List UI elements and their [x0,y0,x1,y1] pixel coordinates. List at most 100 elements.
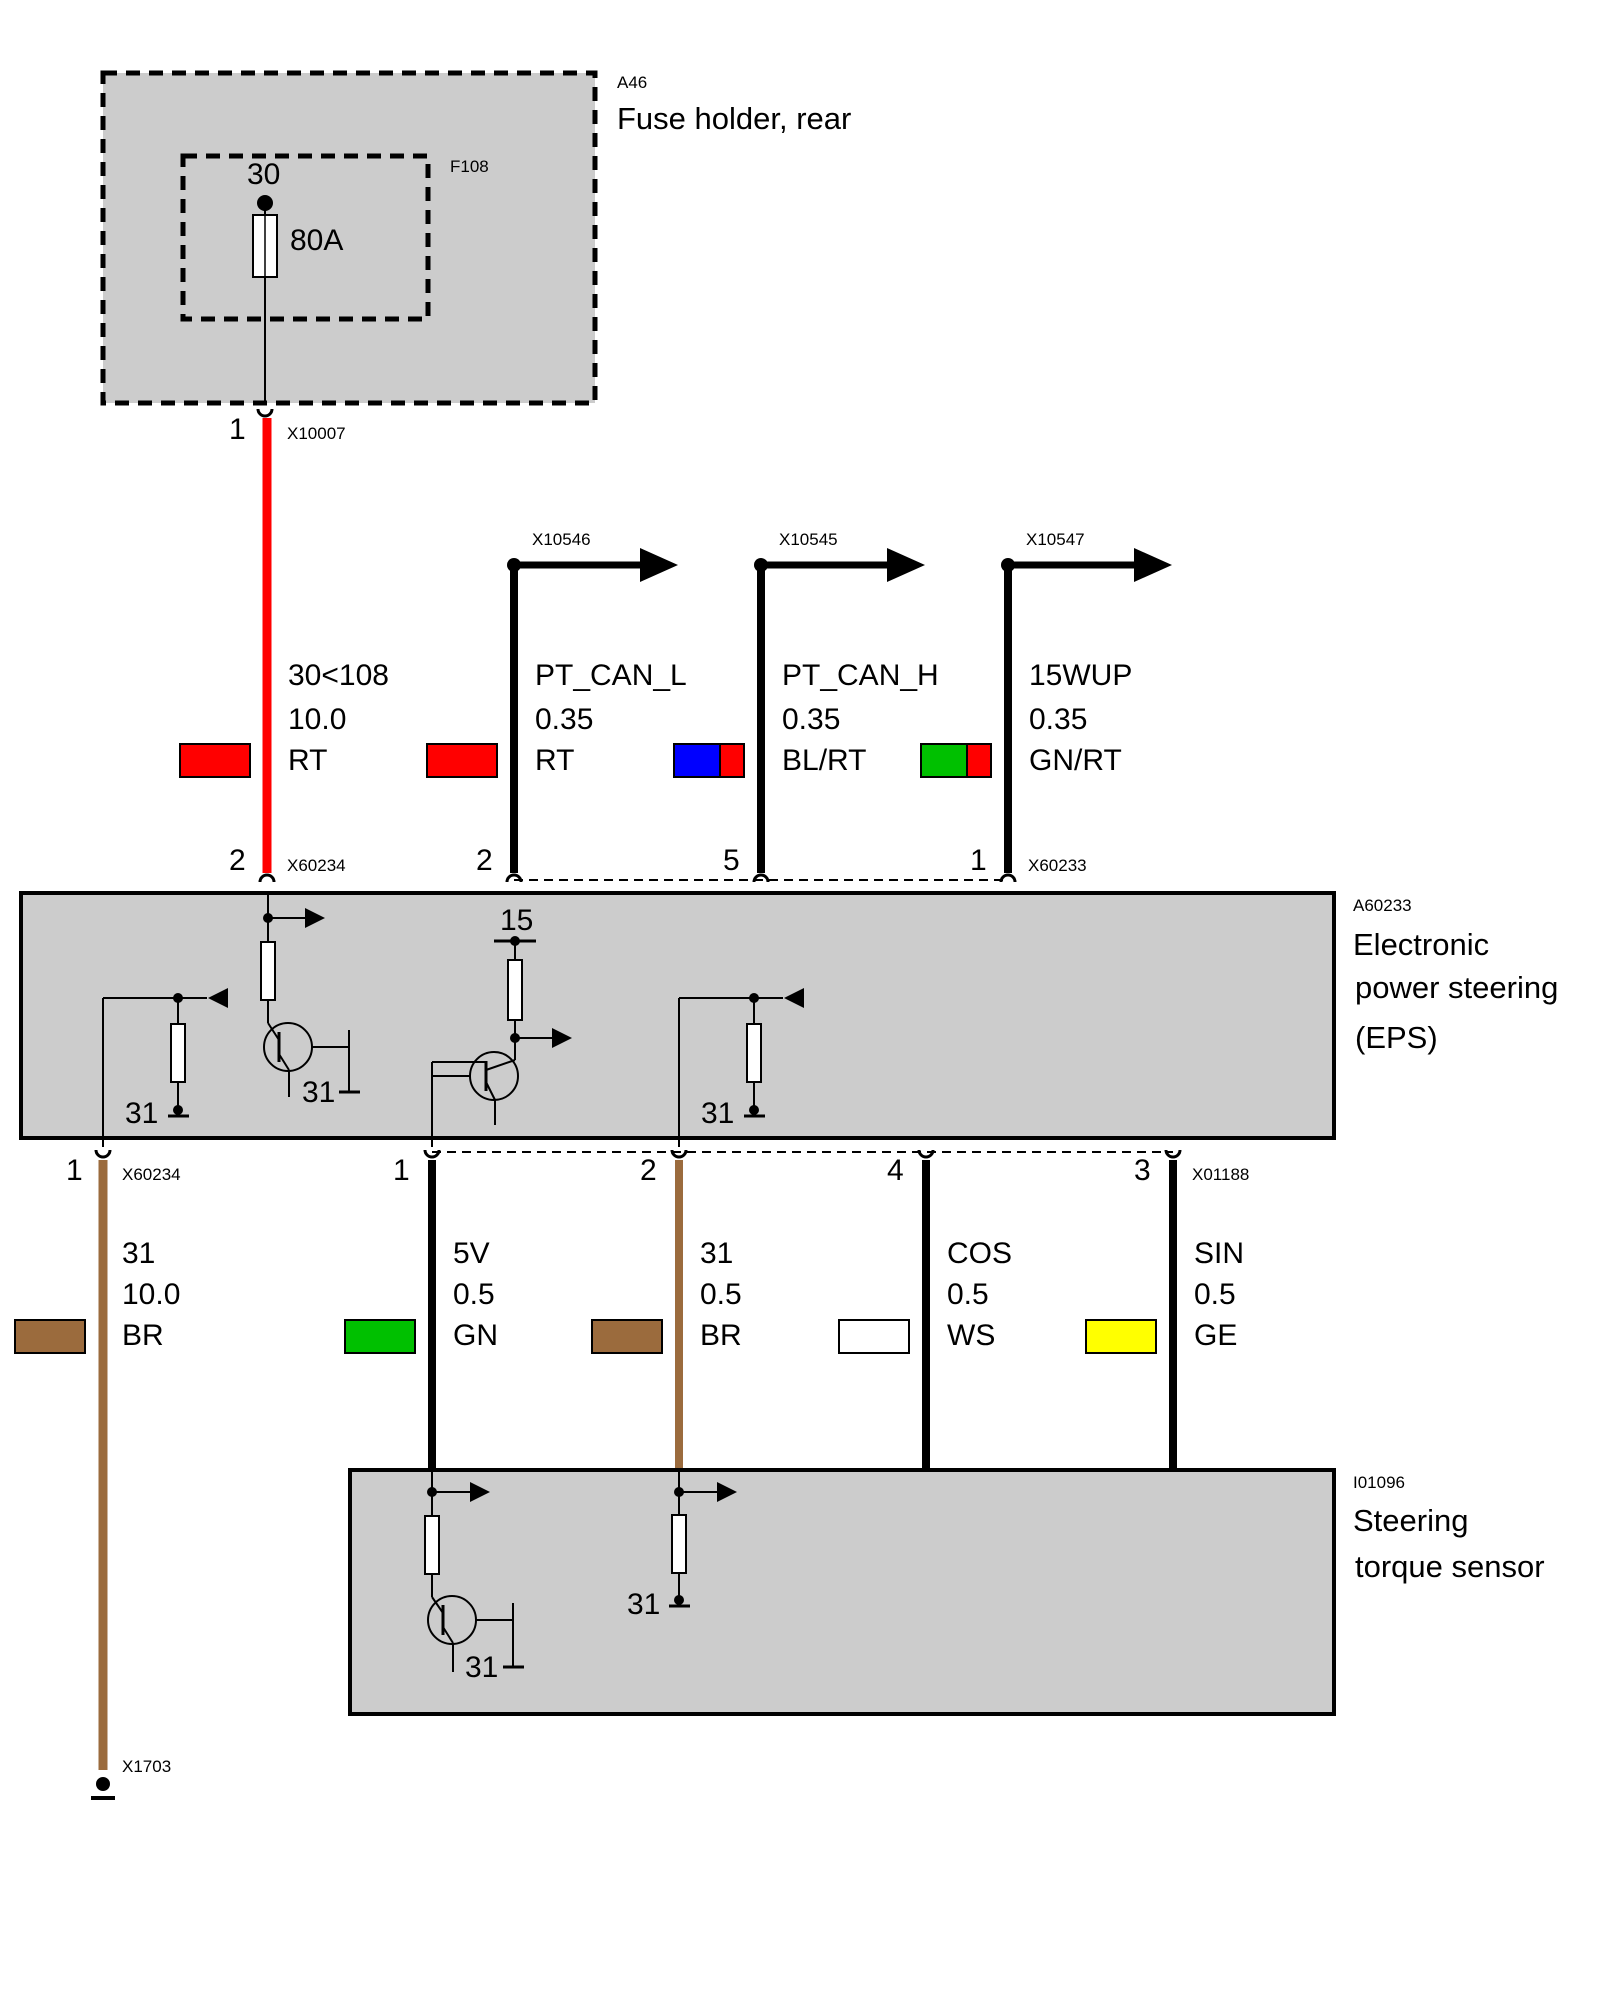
resistor-icon [424,1515,440,1575]
eps-ground-sense-circuit: 31 [102,988,228,1147]
continuation-x10546: X10546 [507,530,678,582]
wire-size: 10.0 [288,703,346,736]
signal-arrow-icon [784,988,804,1008]
torque-sensor-id: I01096 [1353,1473,1405,1492]
connector-x60234-top: 2 X60234 [229,844,346,883]
sensor-supply-circuit: 31 [424,1470,524,1684]
wire-color-swatch [591,1319,663,1354]
wire-signal: SIN [1194,1237,1244,1270]
connector-x01188: 1 2 4 3 X01188 [393,1149,1249,1187]
wire-label-pt-can-h: PT_CAN_H 0.35 BL/RT [673,659,939,778]
connector-id: X60233 [1028,856,1087,875]
wire-color-code: RT [288,744,327,777]
wire-size: 0.35 [782,703,840,736]
ground-label: 31 [302,1076,335,1109]
signal-arrow-icon [717,1482,737,1502]
connector-pin: 1 [229,413,246,446]
connector-pin-symbol [256,408,274,418]
wire-color-code: RT [535,744,574,777]
wire-size: 0.35 [1029,703,1087,736]
wire-size: 10.0 [122,1278,180,1311]
eps-id: A60233 [1353,896,1412,915]
fuse-id: F108 [450,157,489,176]
wire-size: 0.5 [453,1278,495,1311]
continuation-id: X10546 [532,530,591,549]
eps-name-line-3: (EPS) [1355,1020,1438,1055]
wire-size: 0.35 [535,703,593,736]
wire-signal: PT_CAN_H [782,659,939,692]
torque-sensor-name-line-2: torque sensor [1355,1549,1545,1584]
connector-pin-symbol [258,873,276,883]
wire-label-ground-31-main: 31 10.0 BR [14,1237,180,1354]
ground-label: 31 [627,1588,660,1621]
connector-pin: 3 [1134,1154,1151,1187]
connector-x60233: 2 5 1 X60233 [476,844,1087,883]
ground-point-x1703: X1703 [91,1757,171,1800]
sensor-ground-circuit: 31 [627,1470,737,1621]
wire-size: 0.5 [700,1278,742,1311]
resistor-icon [260,941,276,1001]
wire-color-swatch-primary [921,744,967,777]
wire-color-swatch [426,743,498,778]
fuse-holder-body [103,73,595,403]
continuation-id: X10545 [779,530,838,549]
resistor-icon [170,1023,186,1083]
wire-signal: 31 [700,1237,733,1270]
resistor-icon [746,1023,762,1083]
connector-pin: 2 [229,844,246,877]
wire-color-swatch-stripe [720,744,744,777]
resistor-icon [507,959,523,1021]
eps-name-line-1: Electronic [1353,927,1489,962]
connector-id: X60234 [122,1165,181,1184]
fuse-holder-name: Fuse holder, rear [617,101,851,136]
signal-arrow-icon [305,908,325,928]
wire-color-swatch [179,743,251,778]
continuation-arrow [640,548,678,582]
connector-pin-symbol [94,1149,112,1159]
wire-color-swatch [1085,1319,1157,1354]
signal-arrow-icon [470,1482,490,1502]
wire-size: 0.5 [947,1278,989,1311]
wire-label-5v: 5V 0.5 GN [344,1237,498,1354]
eps-power-input-circuit: 31 [260,893,360,1109]
eps-supply-circuit: 15 [431,904,572,1147]
wire-signal: PT_CAN_L [535,659,687,692]
fuse-f108-outline [180,153,431,322]
wire-label-sin: SIN 0.5 GE [1085,1237,1244,1354]
wire-label-ground-31-sensor: 31 0.5 BR [591,1237,742,1354]
wire-color-swatch [838,1319,910,1354]
connector-x10007: 1 X10007 [229,408,346,446]
connector-pin: 1 [66,1154,83,1187]
signal-arrow-icon [552,1028,572,1048]
wire-label-cos: COS 0.5 WS [838,1237,1012,1354]
wire-color-code: GN/RT [1029,744,1122,777]
continuation-arrow [1134,548,1172,582]
wire-label-15wup: 15WUP 0.35 GN/RT [920,659,1132,778]
wire-label-pt-can-l: PT_CAN_L 0.35 RT [426,659,687,778]
connector-pin: 2 [640,1154,657,1187]
connector-pin: 1 [970,844,987,877]
continuation-arrow [887,548,925,582]
fuse-rating: 80A [290,224,343,257]
wire-color-code: BR [122,1319,164,1352]
wire-color-code: BR [700,1319,742,1352]
connector-pin: 2 [476,844,493,877]
wire-color-swatch [344,1319,416,1354]
wire-color-code: WS [947,1319,995,1352]
torque-sensor-body [348,1468,1336,1716]
fuse-holder-a46: A46 Fuse holder, rear F108 30 80A [100,70,851,406]
connector-pin: 5 [723,844,740,877]
wire-color-swatch [14,1319,86,1354]
wire-label-30-108: 30<108 10.0 RT [179,659,389,778]
connector-id: X10007 [287,424,346,443]
ground-dot [96,1777,110,1791]
eps-sensor-ground-circuit: 31 [678,988,804,1147]
continuation-x10545: X10545 [754,530,925,582]
continuation-id: X10547 [1026,530,1085,549]
fuse-terminal: 30 [247,158,280,191]
wire-size: 0.5 [1194,1278,1236,1311]
ground-id: X1703 [122,1757,171,1776]
connector-pin: 1 [393,1154,410,1187]
connector-x60234-bottom: 1 X60234 [66,1149,181,1187]
